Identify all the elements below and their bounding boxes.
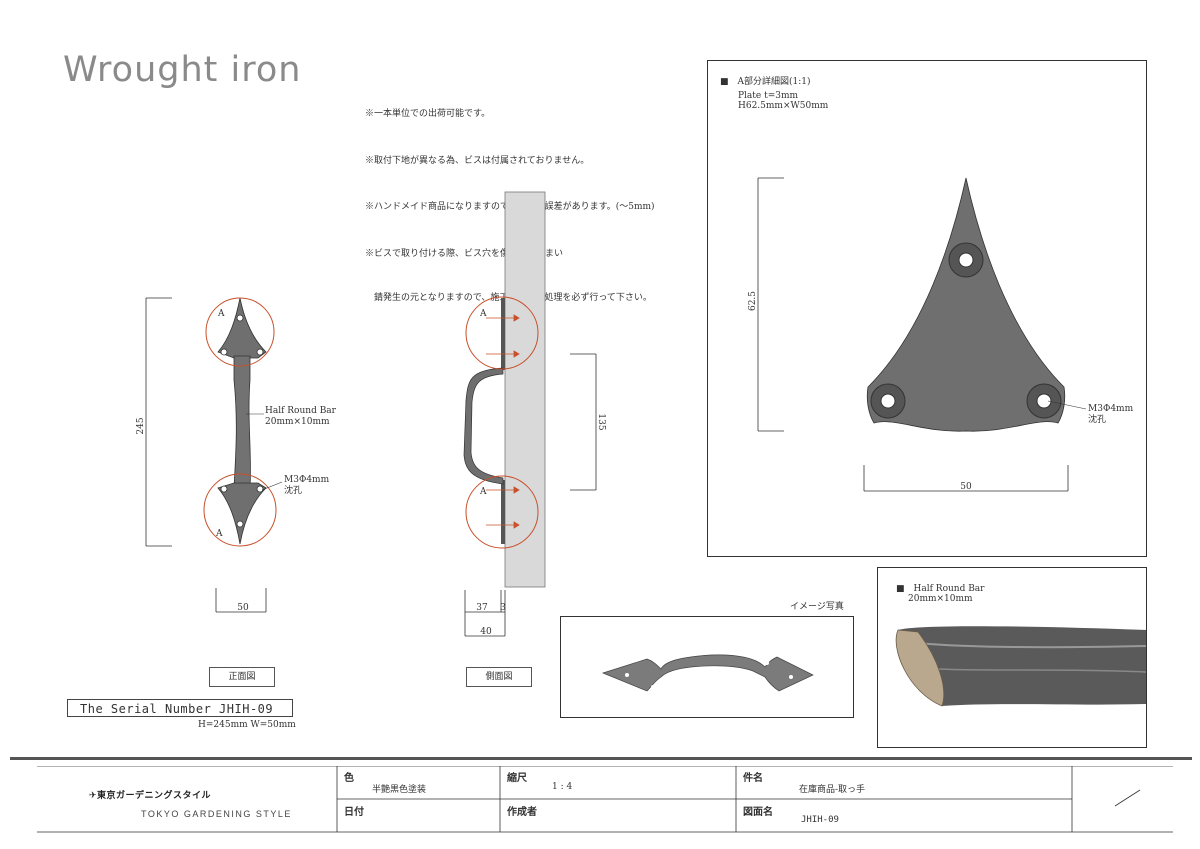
- detail-hole-label-2: 沈孔: [1088, 413, 1106, 425]
- side-height-dimension: [570, 353, 597, 491]
- item-label: 件名: [743, 773, 763, 784]
- detail-drawing: 62.5 M3Φ4mm 沈孔 50: [748, 177, 1134, 492]
- frame-line: [10, 757, 1192, 760]
- company-sub: TOKYO GARDENING STYLE: [141, 809, 292, 819]
- screw-holes: [220, 314, 264, 528]
- author-label: 作成者: [507, 807, 537, 818]
- side-handle: [463, 367, 504, 485]
- detail-width-dimension: [863, 465, 1069, 492]
- detail-hole-label-1: M3Φ4mm: [1088, 404, 1134, 414]
- marker-a-top: A: [217, 309, 225, 319]
- side-view-label: 側面図: [466, 667, 532, 687]
- note-line: ※ビスで取り付ける際、ビス穴を傷つけてしまい: [365, 248, 564, 259]
- detail-panel: ■ A部分詳細図(1:1) Plate t=3mm H62.5mm×W50mm …: [707, 60, 1147, 557]
- width-dimension: [215, 588, 267, 613]
- drawing-name-label: 図面名: [743, 807, 773, 818]
- side-width-dimensions: [464, 590, 506, 637]
- side-detail-circle-top: [465, 296, 539, 370]
- color-value: 半艶黒色塗装: [372, 785, 427, 795]
- scale-label: 縮尺: [507, 773, 527, 784]
- hole-label-1: M3Φ4mm: [284, 475, 330, 485]
- screw-arrows: [486, 314, 520, 529]
- detail-plate-shape: [866, 177, 1066, 432]
- serial-size: H=245mm W=50mm: [198, 720, 296, 730]
- scale-value: 1 : 4: [552, 782, 573, 792]
- handle-bar: [233, 355, 251, 489]
- company-logo: ✈東京ガーデニングスタイル: [89, 790, 212, 800]
- height-dim-text: 245: [136, 417, 146, 434]
- detail-circle-top: [205, 297, 275, 367]
- wall-section: [504, 191, 546, 588]
- side-view: A A 135 37 3 40: [463, 191, 606, 637]
- date-label: 日付: [344, 807, 364, 818]
- bar-photo-drawing: [895, 626, 1147, 707]
- bar-photo-label-2: 20mm×10mm: [908, 594, 973, 604]
- detail-height-text: 62.5: [748, 291, 758, 311]
- detail-circle-bottom: [203, 473, 277, 547]
- width-dim-text: 50: [237, 603, 249, 613]
- detail-plate-size: H62.5mm×W50mm: [738, 101, 829, 111]
- serial-number: The Serial Number JHIH-09: [67, 699, 293, 717]
- note-line: ※取付下地が異なる為、ビスは付属されておりません。: [365, 155, 590, 166]
- detail-width-text: 50: [960, 482, 972, 492]
- hole-label-2: 沈孔: [284, 484, 302, 496]
- note-line: ※一本単位での出荷可能です。: [365, 109, 491, 119]
- side-plate-bottom: [501, 480, 505, 544]
- side-height-dim-text: 135: [596, 413, 606, 430]
- front-view-label: 正面図: [209, 667, 275, 687]
- color-label: 色: [344, 773, 354, 784]
- image-photo: [560, 616, 854, 718]
- bar-photo-label-1: ■ Half Round Bar: [896, 584, 985, 594]
- height-dimension: [145, 297, 172, 547]
- company-name: 東京ガーデニングスタイル: [97, 790, 212, 800]
- bottom-plate: [217, 482, 267, 545]
- hole-leader: [261, 481, 283, 491]
- dim-37: 37: [476, 603, 488, 613]
- bar-label-2: 20mm×10mm: [265, 417, 330, 427]
- detail-holes: [870, 242, 1062, 419]
- marker-a-bottom: A: [215, 529, 223, 539]
- detail-plate: Plate t=3mm: [738, 91, 799, 101]
- item-value: 在庫商品-取っ手: [799, 785, 866, 795]
- title-block: ✈東京ガーデニングスタイル TOKYO GARDENING STYLE 色 半艶…: [37, 766, 1173, 833]
- dim-40: 40: [480, 627, 492, 637]
- image-photo-drawing: [601, 654, 814, 692]
- drawing-name-value: JHIH-09: [801, 815, 839, 825]
- bar-photo: ■ Half Round Bar 20mm×10mm: [877, 567, 1147, 748]
- detail-hole-leader: [1047, 400, 1087, 410]
- detail-height-dimension: [757, 177, 784, 432]
- front-view: 245 A A Half Round Bar 20mm×10mm M3Φ4mm …: [136, 297, 337, 613]
- side-detail-circle-bottom: [465, 475, 539, 549]
- drawing-canvas: 245 A A Half Round Bar 20mm×10mm M3Φ4mm …: [136, 191, 606, 637]
- page-title: Wrought iron: [63, 50, 302, 90]
- dim-3: 3: [500, 603, 506, 613]
- side-marker-a-bottom: A: [479, 487, 487, 497]
- bar-label-1: Half Round Bar: [265, 406, 337, 416]
- detail-heading: ■ A部分詳細図(1:1): [720, 77, 811, 87]
- side-plate-top: [501, 298, 505, 370]
- side-marker-a-top: A: [479, 309, 487, 319]
- title-block-grid: [37, 766, 1173, 833]
- image-photo-label: イメージ写真: [790, 602, 844, 612]
